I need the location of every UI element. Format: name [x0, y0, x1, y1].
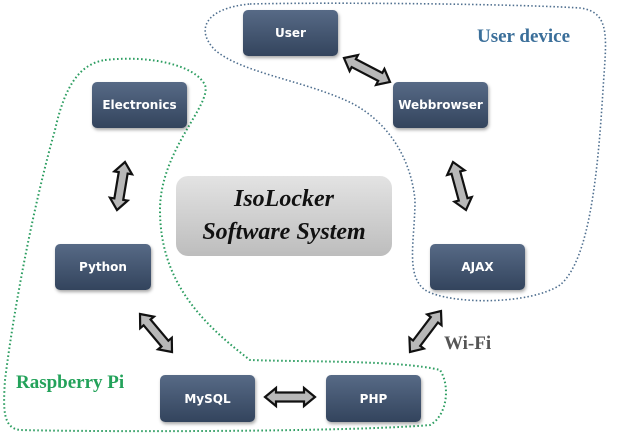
node-webbrowser: Webbrowser — [393, 82, 488, 128]
arrow-mysql-python-icon — [138, 312, 174, 354]
wifi-label: Wi-Fi — [444, 333, 492, 354]
user-device-label: User device — [477, 26, 571, 47]
user-device-region — [204, 2, 607, 302]
node-php: PHP — [326, 375, 421, 422]
node-ajax: AJAX — [430, 244, 525, 290]
system-title-box: IsoLocker Software System — [176, 176, 392, 256]
system-title-line2: Software System — [202, 219, 366, 245]
arrow-python-electronics-icon — [107, 160, 135, 212]
node-python: Python — [55, 244, 151, 290]
arrow-ajax-php-icon — [408, 309, 443, 354]
arrow-php-mysql-icon — [263, 385, 317, 409]
arrow-webbrowser-ajax-icon — [445, 160, 474, 212]
node-user: User — [243, 10, 338, 56]
system-title-line1: IsoLocker — [234, 186, 334, 212]
node-mysql: MySQL — [160, 375, 255, 422]
node-electronics: Electronics — [92, 82, 187, 128]
arrow-user-webbrowser-icon — [342, 53, 392, 87]
raspberry-pi-label: Raspberry Pi — [16, 372, 125, 393]
